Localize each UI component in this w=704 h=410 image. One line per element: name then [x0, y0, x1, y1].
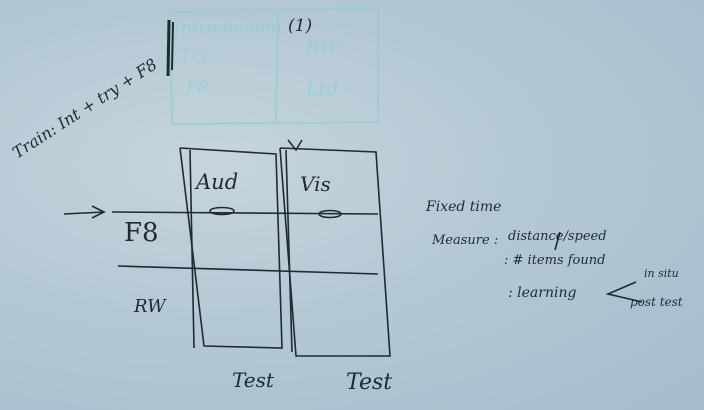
note-items-found: : # items found [504, 253, 606, 268]
aud-oval [209, 206, 235, 216]
note-learning: : learning [508, 285, 577, 301]
faint-rw: RW [306, 36, 340, 58]
main-grid [63, 139, 391, 357]
note-measure-value: distance/speed [508, 229, 607, 244]
test-label-aud: Test [232, 368, 274, 392]
faint-try: Try [180, 46, 210, 66]
test-label-vis: Test [346, 370, 393, 395]
marker-number: (1) [288, 16, 313, 36]
vis-oval [318, 209, 342, 219]
left-bar-mark [166, 19, 171, 77]
note-measure-label: Measure : [432, 233, 499, 248]
column-aud: Aud [196, 170, 239, 194]
note-in-situ: in situ [644, 267, 679, 280]
slash-mark [554, 231, 561, 251]
note-post-test: post test [630, 295, 683, 309]
left-bar-mark-2 [171, 21, 174, 71]
learning-bracket [605, 281, 643, 303]
faint-introduction: Introduction [174, 18, 282, 38]
column-vis: Vis [300, 172, 331, 196]
row-rw: RW [134, 296, 166, 317]
faint-table [168, 6, 379, 126]
note-fixed-time: Fixed time [426, 199, 502, 215]
faint-ltd: Ltd [306, 78, 339, 100]
row-f8: F8 [124, 218, 159, 248]
faint-f8: F8 [186, 78, 209, 98]
